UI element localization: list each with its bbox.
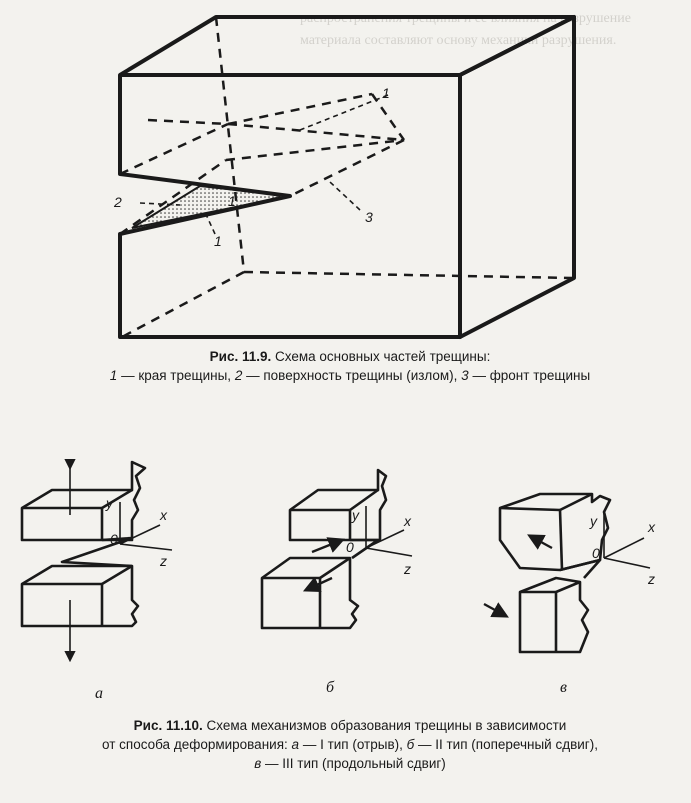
panel-b (260, 468, 388, 630)
caption2-line2a: от способа деформирования: (102, 737, 288, 752)
label-1-top: 1 (382, 85, 390, 101)
caption1-number: Рис. 11.9. (209, 349, 272, 364)
label-1-mid: 1 (228, 193, 236, 209)
panel-a-letter: а (95, 685, 103, 702)
caption1-n3: 3 (461, 368, 469, 383)
panel-c-axis-z: z (647, 571, 655, 587)
block-outline (118, 15, 576, 339)
panel-b-letter: б (326, 679, 335, 696)
panel-a (20, 460, 147, 628)
caption1-t3: — фронт трещины (472, 368, 591, 383)
caption2-line1: Схема механизмов образования трещины в з… (206, 718, 567, 733)
figure-11-10-caption: Рис. 11.10. Схема механизмов образования… (40, 716, 660, 773)
caption2-a: а (291, 737, 300, 752)
panel-b-axis-z: z (403, 561, 411, 577)
label-2: 2 (113, 194, 122, 210)
caption2-b-text: — II тип (поперечный сдвиг), (418, 737, 598, 752)
panel-a-axis-x: x (159, 507, 168, 523)
panel-c-axis-o: 0 (592, 545, 600, 561)
panel-c-letter: в (560, 679, 567, 696)
label-3: 3 (365, 209, 373, 225)
caption1-t2: — поверхность трещины (излом), (246, 368, 458, 383)
panel-c-axis-y: y (589, 513, 598, 529)
panel-b-axis-o: 0 (346, 539, 354, 555)
caption1-n1: 1 (109, 368, 118, 383)
caption1-t1: — края трещины, (121, 368, 232, 383)
panel-c-axes (483, 512, 651, 618)
crack-surface (131, 184, 291, 229)
caption2-c-text: — III тип (продольный сдвиг) (265, 756, 446, 771)
panel-a-axis-y: y (105, 495, 114, 511)
panel-a-axis-o: 0 (110, 531, 118, 547)
panel-c-axis-x: x (647, 519, 656, 535)
panel-b-axes (302, 506, 413, 592)
panel-a-axis-z: z (159, 553, 167, 569)
hidden-edges (119, 16, 575, 339)
panel-a-axes (64, 459, 173, 663)
figure-11-9-caption: Рис. 11.9. Схема основных частей трещины… (40, 347, 660, 385)
caption2-a-text: — I тип (отрыв), (302, 737, 403, 752)
caption2-b: б (406, 737, 415, 752)
caption2-c: в (254, 756, 262, 771)
label-1-bottom: 1 (214, 233, 222, 249)
caption1-n2: 2 (234, 368, 243, 383)
leader-lines (139, 94, 389, 235)
panel-b-axis-x: x (403, 513, 412, 529)
panel-c (498, 492, 612, 654)
caption1-title: Схема основных частей трещины: (275, 349, 491, 364)
panel-b-axis-y: y (351, 507, 360, 523)
caption2-number: Рис. 11.10. (133, 718, 203, 733)
